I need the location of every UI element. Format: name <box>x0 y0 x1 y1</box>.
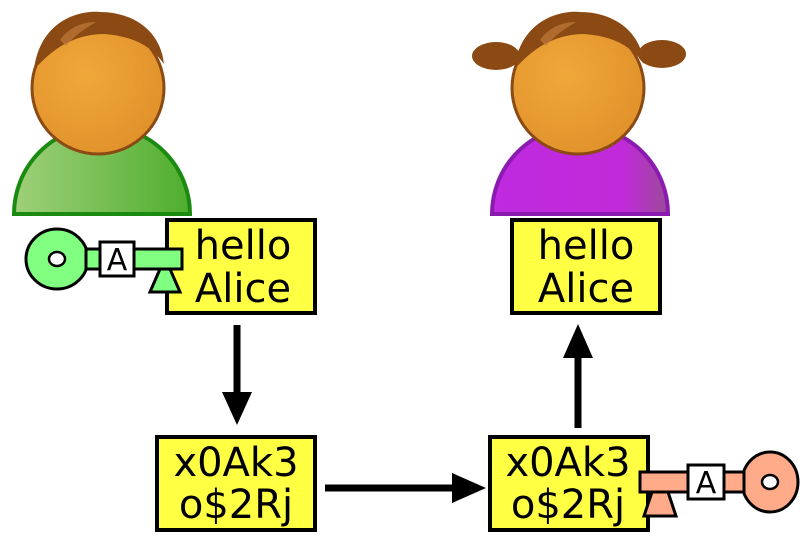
private-key-label: A <box>696 466 717 501</box>
ciphertext-line1: x0Ak3 <box>173 440 298 486</box>
ciphertext-box-left: x0Ak3 o$2Rj <box>155 435 317 532</box>
plaintext-line2: Alice <box>195 266 291 312</box>
plaintext-line1: hello <box>195 223 292 269</box>
private-key-icon: A <box>638 450 800 518</box>
arrow-down-icon <box>222 325 252 425</box>
ciphertext-line1: x0Ak3 <box>505 440 630 486</box>
plaintext-line2: Alice <box>538 266 634 312</box>
plaintext-box-sender: hello Alice <box>165 218 317 315</box>
sender-person-icon <box>11 11 193 216</box>
arrow-right-icon <box>325 473 486 503</box>
arrow-up-icon <box>563 324 593 428</box>
ciphertext-box-right: x0Ak3 o$2Rj <box>488 435 650 532</box>
public-key-icon: A <box>24 227 184 294</box>
recipient-person-icon <box>472 11 686 216</box>
plaintext-line1: hello <box>538 223 635 269</box>
public-key-label: A <box>107 243 128 278</box>
ciphertext-line2: o$2Rj <box>511 482 625 528</box>
ciphertext-line2: o$2Rj <box>179 482 293 528</box>
plaintext-box-recipient: hello Alice <box>510 218 662 315</box>
